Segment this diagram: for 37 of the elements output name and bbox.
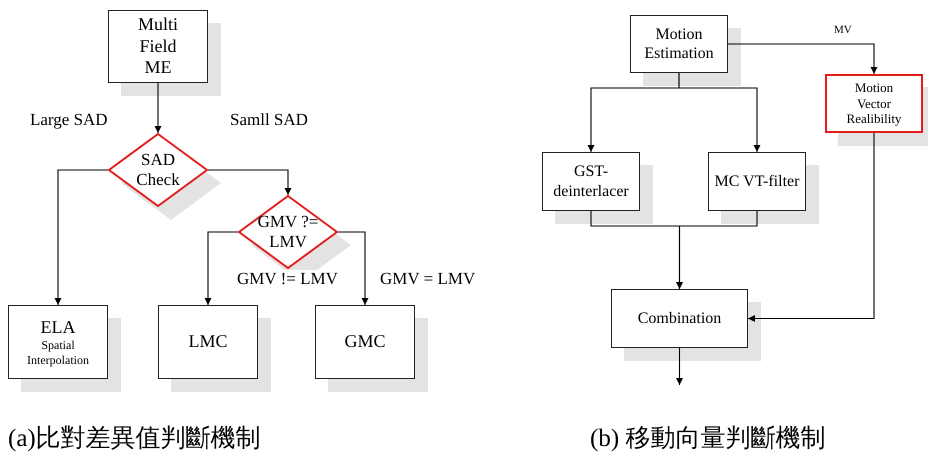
node-label: GST-deinterlacer	[552, 162, 630, 201]
process-box	[8, 305, 108, 379]
process-box	[825, 74, 923, 133]
node-label: Combination	[636, 308, 722, 328]
decision-diamond	[108, 133, 208, 207]
figure-caption: (a)比對差異值判斷機制	[8, 425, 261, 452]
process-box	[630, 15, 728, 73]
arrow	[676, 348, 683, 385]
process-box	[611, 289, 748, 348]
edge-label: Large SAD	[30, 111, 108, 130]
node-label: MC VT-filter	[714, 172, 800, 192]
arrow	[728, 43, 878, 74]
arrow	[204, 231, 238, 305]
process-box	[108, 10, 208, 83]
arrow	[154, 83, 162, 133]
process-box	[542, 152, 640, 211]
process-box	[315, 305, 415, 379]
node-label: Motion Vector Realibility	[846, 80, 902, 127]
arrow	[748, 133, 875, 322]
node-label: ELA	[40, 316, 76, 338]
arrow	[208, 169, 292, 195]
node-label: Spatial Interpolation	[26, 338, 90, 368]
arrow	[338, 231, 368, 305]
arrow	[676, 211, 758, 289]
node-label: GMV ?= LMV	[256, 212, 320, 252]
figure-caption: (b) 移動向量判斷機制	[590, 425, 826, 452]
decision-diamond	[238, 195, 338, 269]
node-label: Motion Estimation	[643, 24, 715, 64]
node-label: Multi Field ME	[136, 14, 179, 79]
edge-label: MV	[834, 24, 852, 36]
node-label: GMC	[343, 331, 386, 353]
arrow	[54, 169, 108, 305]
process-box	[708, 152, 806, 211]
node-label: LMC	[187, 331, 228, 353]
process-box	[158, 305, 258, 379]
node-label: SAD Check	[135, 150, 181, 190]
arrow	[678, 73, 760, 152]
